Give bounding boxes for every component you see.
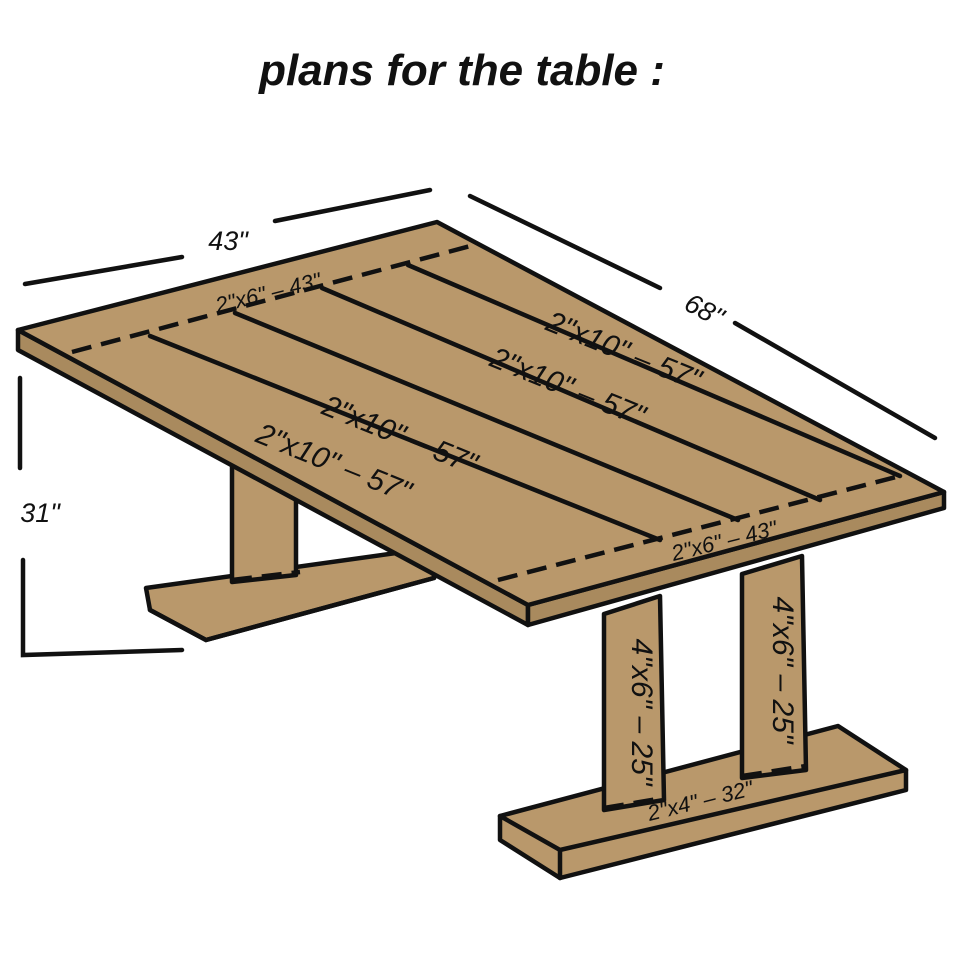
top-end-seam-front [71,241,479,355]
length-dim-line-bottom [732,320,938,441]
width-dimension-label: 43" [208,226,249,256]
height-dimension-label: 31" [20,498,61,528]
back-foot-edge [147,575,437,643]
plank-seam-1 [147,333,663,543]
leg-right-joint [741,763,807,779]
length-dim-line-top [467,193,663,291]
top-end-seam-back [497,473,901,583]
leg-1-label: 4"x6" – 25" [625,638,658,786]
width-dim-line-left [22,254,185,287]
leg-left-joint [603,795,665,811]
plank-seam-4 [405,262,903,479]
leg-2-label: 4"x6" – 25" [766,596,799,744]
length-dimension-label: 68" [680,288,730,334]
plank-seam-2 [232,310,741,523]
front-leg-right [739,553,809,781]
width-dim-line-right [272,187,433,224]
height-dim-line-bottom [20,557,185,658]
back-leg-joint [231,569,301,583]
page-title: plans for the table : [258,46,665,95]
plank-seam-3 [319,285,823,503]
